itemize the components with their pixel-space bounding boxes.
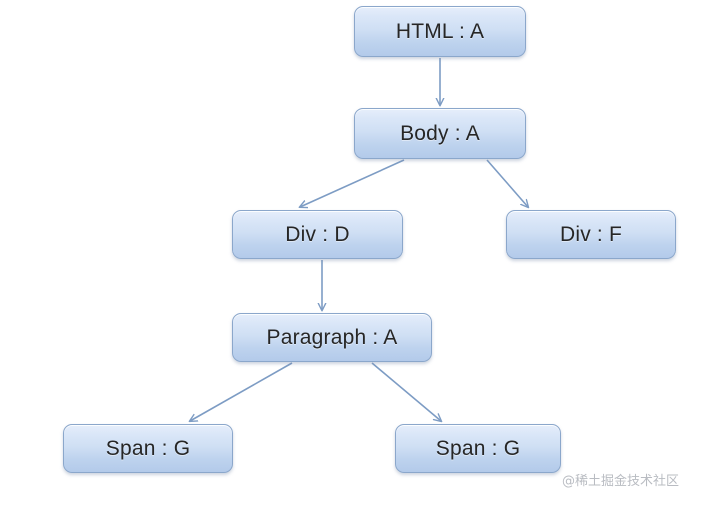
edge-body-div-d	[300, 159, 405, 207]
node-span-right-label: Span : G	[435, 437, 521, 460]
edge-body-div-f	[486, 159, 528, 207]
node-paragraph-label: Paragraph : A	[266, 326, 398, 349]
node-div-d-label: Div : D	[285, 223, 350, 246]
edge-paragraph-span-left	[190, 362, 293, 421]
node-html[interactable]: HTML : A	[354, 6, 526, 57]
node-paragraph[interactable]: Paragraph : A	[232, 313, 432, 362]
node-body[interactable]: Body : A	[354, 108, 526, 159]
node-div-f[interactable]: Div : F	[506, 210, 676, 259]
watermark: @稀土掘金技术社区	[562, 474, 680, 489]
node-body-label: Body : A	[400, 122, 480, 145]
node-span-left-label: Span : G	[105, 437, 191, 460]
node-span-left[interactable]: Span : G	[63, 424, 233, 473]
node-div-f-label: Div : F	[559, 223, 623, 246]
node-div-d[interactable]: Div : D	[232, 210, 403, 259]
edge-paragraph-span-right	[371, 362, 441, 421]
node-span-right[interactable]: Span : G	[395, 424, 561, 473]
node-html-label: HTML : A	[395, 20, 485, 43]
